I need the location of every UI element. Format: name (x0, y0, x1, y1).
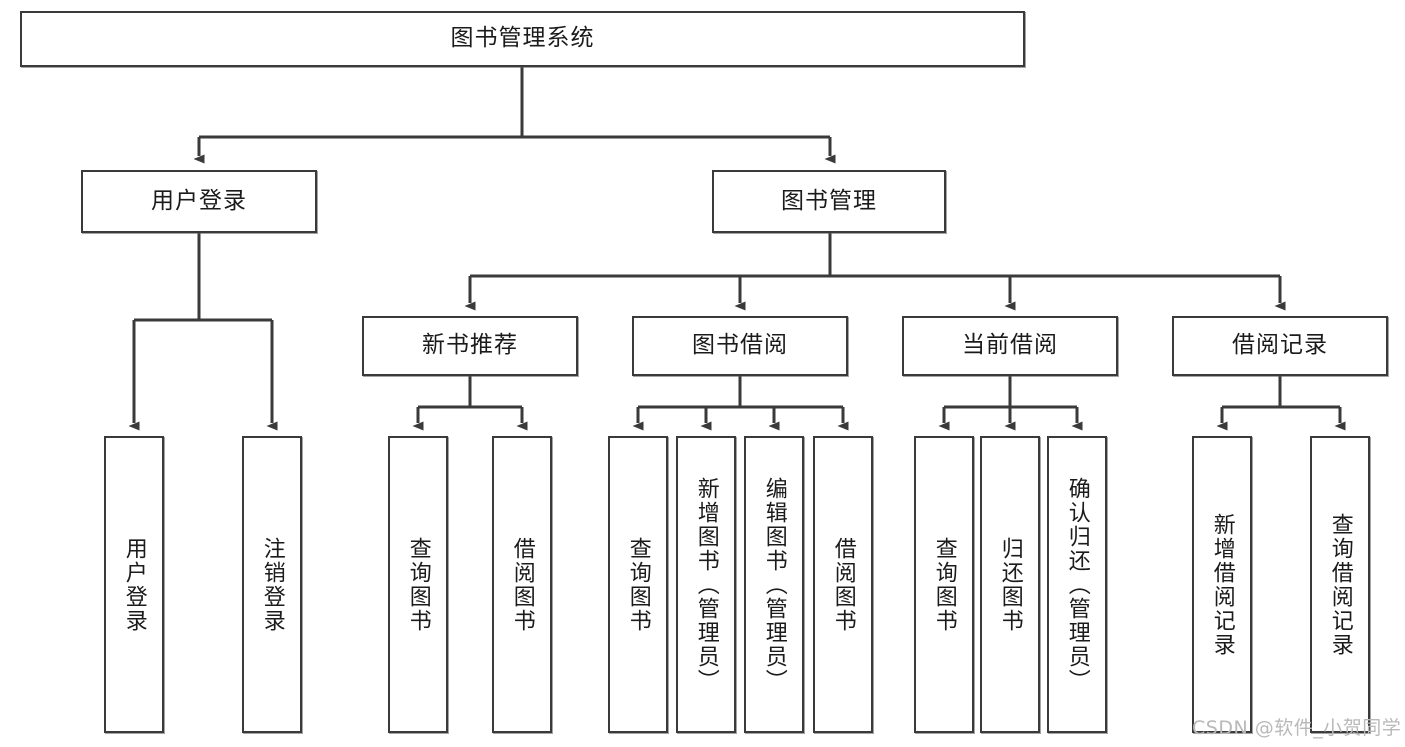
leaf-borrow-book-1[interactable]: 借阅图书 (492, 436, 552, 733)
leaf-add-book-admin-label: 新增图书（管理员） (693, 476, 719, 693)
leaf-query-book-1-label: 查询图书 (405, 536, 431, 633)
node-borrow-record[interactable]: 借阅记录 (1172, 316, 1388, 376)
leaf-borrow-book-1-label: 借阅图书 (509, 536, 535, 633)
node-root-label: 图书管理系统 (450, 25, 595, 52)
node-user-login-label: 用户登录 (151, 187, 247, 214)
node-root[interactable]: 图书管理系统 (20, 11, 1025, 67)
leaf-confirm-return-admin[interactable]: 确认归还（管理员） (1047, 436, 1107, 733)
leaf-logout-login-label: 注销登录 (259, 536, 285, 633)
leaf-query-borrow-record[interactable]: 查询借阅记录 (1310, 436, 1370, 733)
leaf-borrow-book-2-label: 借阅图书 (830, 536, 856, 633)
leaf-query-book-3-label: 查询图书 (931, 536, 957, 633)
leaf-borrow-book-2[interactable]: 借阅图书 (813, 436, 873, 733)
leaf-return-book-label: 归还图书 (997, 536, 1023, 633)
leaf-query-book-2[interactable]: 查询图书 (608, 436, 668, 733)
node-new-book-recommend[interactable]: 新书推荐 (362, 316, 578, 376)
leaf-query-book-1[interactable]: 查询图书 (388, 436, 448, 733)
leaf-add-borrow-record-label: 新增借阅记录 (1209, 512, 1235, 657)
leaf-query-borrow-record-label: 查询借阅记录 (1327, 512, 1353, 657)
node-book-management[interactable]: 图书管理 (712, 170, 946, 233)
leaf-user-login-label: 用户登录 (121, 536, 147, 633)
node-book-borrow-label: 图书借阅 (692, 332, 788, 359)
leaf-logout-login[interactable]: 注销登录 (242, 436, 302, 733)
watermark-text: CSDN @软件_小贺同学 (1192, 717, 1402, 739)
node-current-borrow[interactable]: 当前借阅 (902, 316, 1118, 376)
leaf-edit-book-admin-label: 编辑图书（管理员） (761, 476, 787, 693)
node-book-borrow[interactable]: 图书借阅 (632, 316, 848, 376)
node-book-management-label: 图书管理 (781, 187, 877, 214)
leaf-return-book[interactable]: 归还图书 (980, 436, 1040, 733)
leaf-query-book-2-label: 查询图书 (625, 536, 651, 633)
leaf-add-book-admin[interactable]: 新增图书（管理员） (676, 436, 736, 733)
leaf-add-borrow-record[interactable]: 新增借阅记录 (1192, 436, 1252, 733)
leaf-edit-book-admin[interactable]: 编辑图书（管理员） (744, 436, 804, 733)
leaf-query-book-3[interactable]: 查询图书 (914, 436, 974, 733)
leaf-confirm-return-admin-label: 确认归还（管理员） (1064, 476, 1090, 693)
node-user-login[interactable]: 用户登录 (81, 170, 317, 233)
node-borrow-record-label: 借阅记录 (1232, 332, 1328, 359)
leaf-user-login[interactable]: 用户登录 (104, 436, 164, 733)
node-current-borrow-label: 当前借阅 (962, 332, 1058, 359)
node-new-book-recommend-label: 新书推荐 (422, 332, 518, 359)
